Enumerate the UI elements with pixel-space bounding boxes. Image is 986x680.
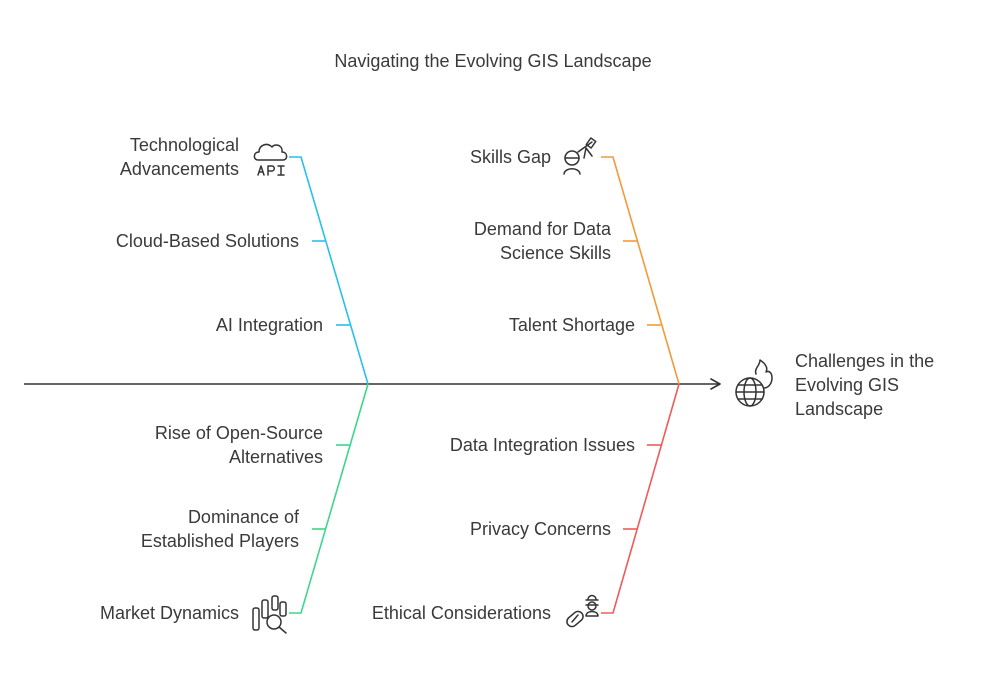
diagram-title: Navigating the Evolving GIS Landscape [334,51,652,71]
category-technology-label: Technological Advancements [119,135,239,179]
category-skills-label: Skills Gap [469,147,551,167]
astronaut-telescope-icon [563,137,597,175]
globe-fire-icon [735,359,773,407]
effect-label: Challenges in the Evolving GIS Landscape [795,351,935,419]
cause-established-players: Dominance of Established Players [140,507,299,551]
cause-open-source: Rise of Open-Source Alternatives [154,423,323,467]
cause-cloud-based-solutions: Cloud-Based Solutions [115,231,299,251]
bone-ethics [601,383,680,614]
cause-data-integration: Data Integration Issues [449,435,635,455]
category-market-label: Market Dynamics [99,603,239,623]
cloud-api-icon [253,143,288,176]
cause-ai-integration: AI Integration [215,315,323,335]
ethics-pill-person-icon [566,594,599,628]
bone-market [289,383,369,614]
cause-privacy-concerns: Privacy Concerns [469,519,611,539]
cause-talent-shortage: Talent Shortage [508,315,635,335]
bone-technology [289,156,369,385]
market-analysis-icon [252,595,287,634]
cause-demand-data-science: Demand for Data Science Skills [473,219,611,263]
category-ethics-label: Ethical Considerations [371,603,551,623]
bone-skills [601,156,680,385]
